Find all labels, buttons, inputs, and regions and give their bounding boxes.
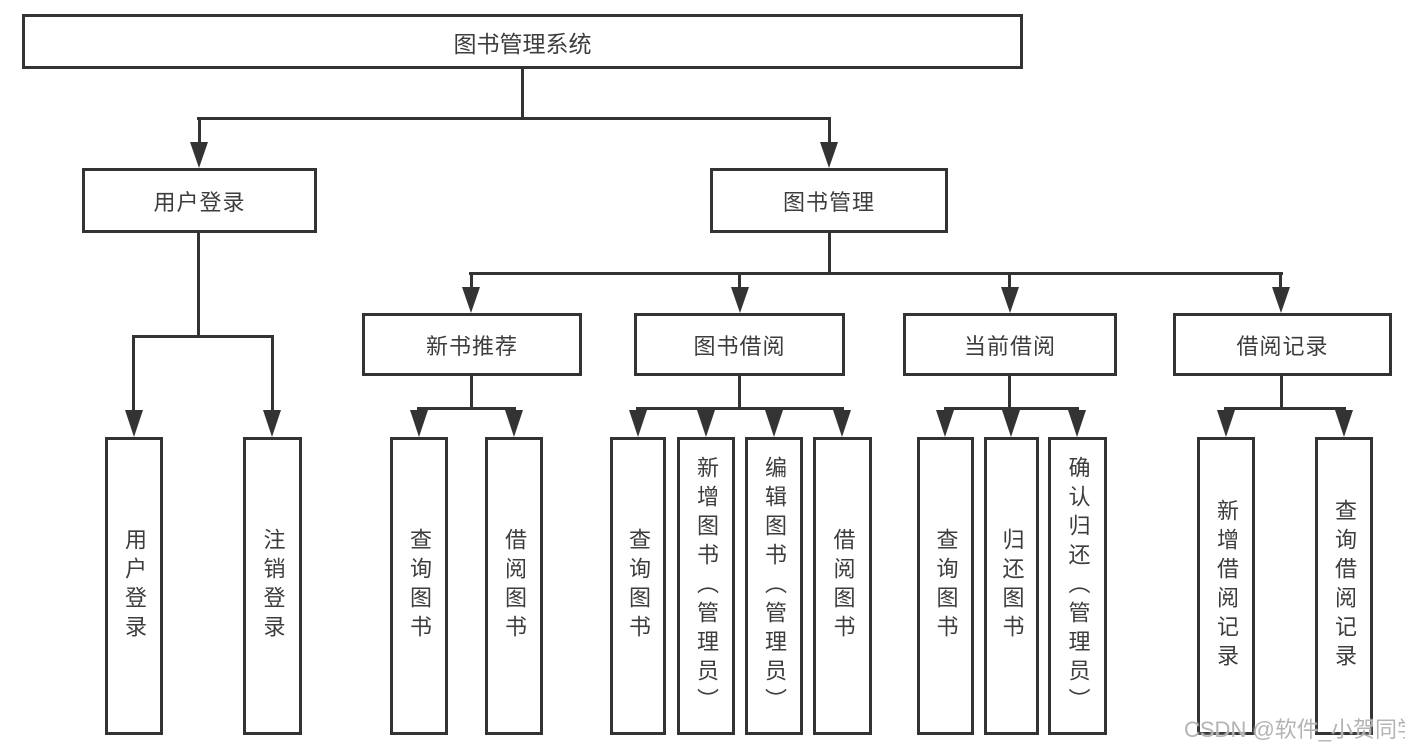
connector-line	[1008, 275, 1011, 288]
connector-line	[1224, 407, 1346, 410]
leaf-query-book: 查询图书	[917, 437, 974, 735]
connector-line	[1280, 376, 1283, 407]
connector-line	[470, 275, 473, 288]
node-current-borrow: 当前借阅	[903, 313, 1117, 376]
connector-line	[271, 338, 274, 412]
arrow-head-icon	[1001, 287, 1019, 313]
connector-line	[1279, 275, 1282, 288]
connector-line	[1008, 376, 1011, 407]
arrow-head-icon	[1217, 410, 1235, 437]
leaf-label: 查询图书	[933, 528, 959, 644]
leaf-query-book: 查询图书	[390, 437, 448, 735]
arrow-head-icon	[833, 410, 851, 437]
arrow-head-icon	[410, 410, 428, 437]
node-label: 用户登录	[153, 189, 246, 215]
connector-line	[738, 376, 741, 407]
leaf-add-book-admin: 新增图书（管理员）	[677, 437, 735, 735]
leaf-user-login: 用户登录	[105, 437, 163, 735]
leaf-borrow-book: 借阅图书	[813, 437, 872, 735]
arrow-head-icon	[731, 287, 749, 313]
leaf-label: 借阅图书	[502, 528, 527, 644]
arrow-head-icon	[462, 287, 480, 313]
arrow-head-icon	[505, 410, 523, 437]
arrow-head-icon	[190, 142, 208, 168]
node-book-management: 图书管理	[710, 168, 948, 233]
connector-line	[470, 376, 473, 407]
node-label: 借阅记录	[1236, 333, 1329, 359]
arrow-head-icon	[125, 410, 143, 437]
arrow-head-icon	[1068, 410, 1086, 437]
leaf-confirm-return-admin: 确认归还（管理员）	[1048, 437, 1107, 735]
leaf-label: 查询图书	[407, 528, 432, 644]
leaf-label: 查询借阅记录	[1332, 499, 1357, 673]
node-label: 当前借阅	[963, 333, 1056, 359]
node-label: 新书推荐	[425, 333, 518, 359]
leaf-borrow-book: 借阅图书	[485, 437, 543, 735]
connector-line	[828, 233, 831, 272]
connector-line	[828, 120, 831, 143]
connector-line	[738, 275, 741, 288]
connector-line	[197, 233, 200, 335]
node-user-login: 用户登录	[82, 168, 317, 233]
leaf-edit-book-admin: 编辑图书（管理员）	[745, 437, 803, 735]
leaf-label: 借阅图书	[830, 528, 856, 644]
arrow-head-icon	[1335, 410, 1353, 437]
leaf-label: 新增图书（管理员）	[694, 455, 719, 717]
leaf-label: 归还图书	[999, 528, 1025, 644]
leaf-label: 确认归还（管理员）	[1065, 455, 1091, 717]
leaf-return-book: 归还图书	[984, 437, 1039, 735]
csdn-watermark: CSDN @软件_小贺同学	[1184, 717, 1405, 742]
node-label: 图书借阅	[693, 333, 786, 359]
node-label: 图书管理系统	[453, 30, 592, 57]
arrow-head-icon	[820, 142, 838, 168]
leaf-label: 用户登录	[122, 528, 147, 644]
arrow-head-icon	[936, 410, 954, 437]
leaf-label: 注销登录	[260, 528, 286, 644]
leaf-label: 查询图书	[626, 528, 651, 644]
node-new-book-recommend: 新书推荐	[362, 313, 582, 376]
arrow-head-icon	[1272, 287, 1290, 313]
leaf-query-book: 查询图书	[610, 437, 666, 735]
leaf-logout: 注销登录	[243, 437, 302, 735]
arrow-head-icon	[697, 410, 715, 437]
leaf-query-borrow-record: 查询借阅记录	[1315, 437, 1373, 735]
connector-line	[469, 272, 1283, 275]
leaf-label: 新增借阅记录	[1214, 499, 1239, 673]
arrow-head-icon	[629, 410, 647, 437]
connector-line	[197, 117, 831, 120]
node-label: 图书管理	[782, 189, 875, 215]
connector-line	[132, 335, 274, 338]
connector-line	[417, 407, 516, 410]
leaf-label: 编辑图书（管理员）	[762, 455, 787, 717]
leaf-add-borrow-record: 新增借阅记录	[1197, 437, 1255, 735]
arrow-head-icon	[1002, 410, 1020, 437]
connector-line	[636, 407, 844, 410]
arrow-head-icon	[263, 410, 281, 437]
node-library-management-system: 图书管理系统	[22, 14, 1023, 69]
connector-line	[198, 120, 201, 143]
connector-line	[521, 69, 524, 117]
node-borrow-record: 借阅记录	[1173, 313, 1392, 376]
arrow-head-icon	[765, 410, 783, 437]
node-book-borrow: 图书借阅	[634, 313, 845, 376]
connector-line	[944, 407, 1079, 410]
connector-line	[132, 338, 135, 412]
